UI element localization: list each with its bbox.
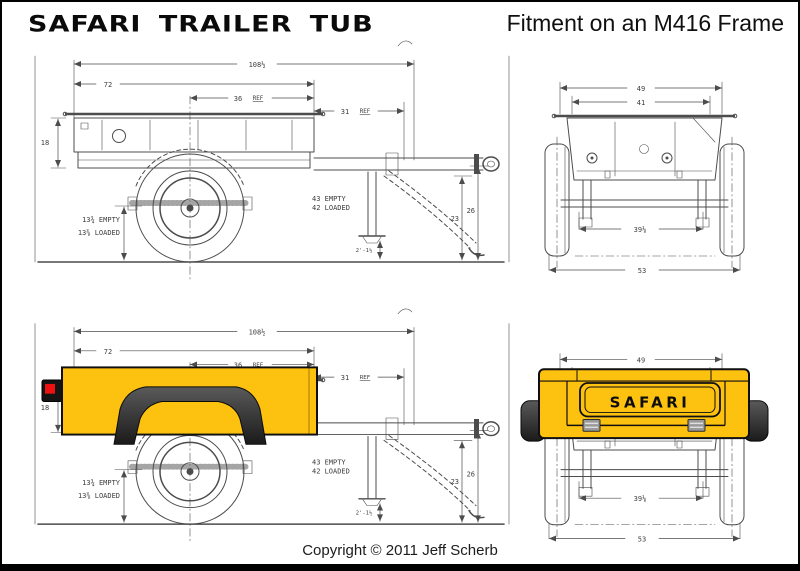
dim-frame-length-label: 72	[104, 81, 112, 89]
tailgate-latch-left	[582, 418, 601, 432]
page-subtitle: Fitment on an M416 Frame	[506, 10, 784, 36]
taillight-lens	[45, 383, 55, 394]
body-width-inner-label: 41	[637, 99, 645, 107]
landing-jack	[358, 171, 386, 244]
clearance-loaded-label: 13⅜ LOADED	[78, 228, 120, 237]
axle	[560, 199, 729, 208]
page-title: SAFARI TRAILER TUB	[28, 12, 374, 38]
bottom-border-bar	[2, 564, 798, 569]
dim-jack: 2'-1½	[356, 240, 383, 260]
dim-body-width-inner: 41	[571, 99, 711, 107]
side-view-with-tub	[32, 308, 512, 566]
hitch-height-outer-label: 26	[467, 207, 475, 215]
extension-lines	[559, 81, 723, 115]
dim-hitch-heights: 23 26	[451, 165, 489, 261]
tires	[544, 136, 745, 269]
taillight	[41, 379, 63, 402]
rear-view-original: 49 41	[544, 81, 745, 275]
copyright-text: Copyright © 2011 Jeff Scherb	[302, 542, 498, 559]
cropped-mark	[397, 40, 413, 47]
wheel	[127, 148, 253, 263]
tailgate-panel-outer	[579, 382, 721, 418]
safari-tub-rear-overlay: SAFARI	[520, 368, 769, 442]
dim-overall-width: 53	[548, 253, 741, 275]
safari-tub-side-overlay	[41, 366, 318, 445]
spring-track-label: 39⅛	[634, 225, 647, 234]
dim-36-ref-suffix: REF	[253, 96, 264, 102]
side-view-original: 108½ 72 36 REF 31 REF	[34, 40, 510, 283]
rear-view-with-tub: SAFARI	[520, 324, 769, 570]
tailgate-latch-right	[687, 418, 706, 432]
tailgate-side-edges	[566, 381, 726, 426]
fender-flare	[113, 386, 267, 445]
dim-body-width-top: 49	[559, 85, 723, 93]
side-handle	[112, 129, 126, 143]
dim-31-ref: 31 REF	[313, 108, 405, 116]
dim-36-ref-value: 36	[234, 95, 242, 103]
hitch-height-inner-label: 23	[451, 215, 459, 223]
dim-overall-length-label: 108½	[249, 61, 266, 69]
handle-height-empty-label: 43 EMPTY	[312, 195, 347, 203]
trailer-box	[62, 111, 326, 169]
dim-36-ref: 36 REF	[189, 95, 315, 103]
dim-31-ref-value: 31	[341, 108, 349, 116]
fender-outline-dashed	[135, 148, 245, 187]
dim-frame-length: 72	[73, 81, 315, 89]
dim-spring-track: 39⅛	[578, 211, 704, 234]
safari-logo: SAFARI	[610, 394, 691, 412]
jack-setting-label: 2'-1½	[356, 247, 373, 254]
scan-edge-lines	[34, 55, 510, 263]
dim-tub-depth-label: 18	[41, 139, 49, 147]
tongue-drawbar	[313, 152, 500, 176]
extension-lines	[73, 59, 415, 161]
clearance-empty-label: 13¾ EMPTY	[82, 216, 121, 224]
dim-31-ref-suffix: REF	[360, 109, 371, 115]
dim-ground-clearance: 13¾ EMPTY 13⅜ LOADED	[78, 205, 143, 261]
tailgate-panel-inner	[584, 386, 716, 414]
side-view-drawing: 108½ 72 36 REF 31 REF	[34, 40, 510, 283]
overall-width-label: 53	[638, 267, 646, 275]
lunette-ring	[482, 156, 500, 172]
body-width-top-label: 49	[637, 85, 645, 93]
dim-tub-depth: 18	[41, 117, 67, 169]
rear-body	[551, 113, 738, 181]
handle-height-loaded-label: 42 LOADED	[312, 204, 350, 212]
rear-view-drawing: 49 41	[544, 81, 745, 275]
lip-notches	[576, 370, 712, 382]
dim-overall-length: 108½	[73, 61, 415, 69]
